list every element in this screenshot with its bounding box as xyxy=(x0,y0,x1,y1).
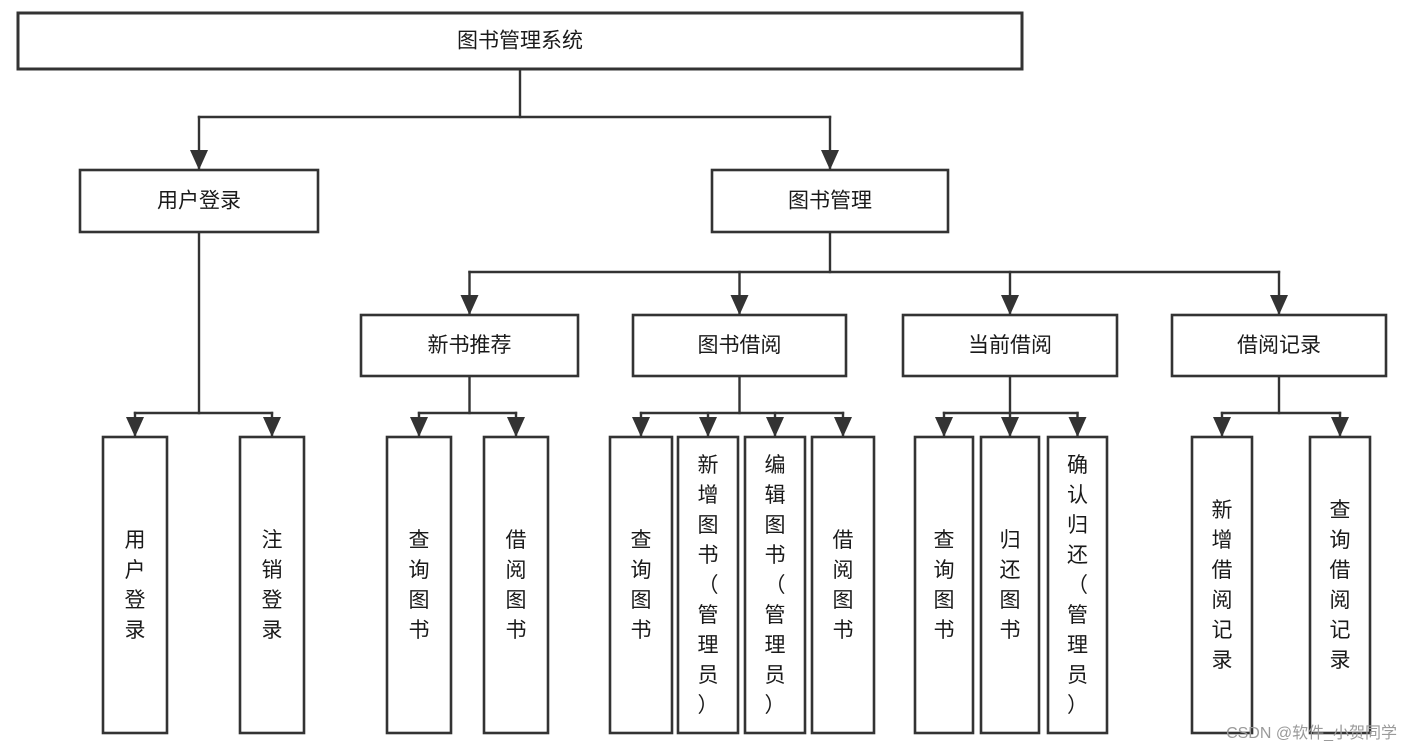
node-label: 确认归还（管理员） xyxy=(1067,454,1088,717)
node-l1-user[interactable]: 用户登录 xyxy=(78,168,320,234)
arrow-head xyxy=(935,417,953,437)
node-l2-record[interactable]: 借阅记录 xyxy=(1170,313,1388,378)
node-label: 用户登录 xyxy=(125,529,146,642)
node-l1-book[interactable]: 图书管理 xyxy=(710,168,950,234)
arrow-head xyxy=(507,417,525,437)
arrow-head xyxy=(834,417,852,437)
node-leaf-user-logout[interactable]: 注销登录 xyxy=(238,435,306,735)
node-leaf-new-borrow[interactable]: 借阅图书 xyxy=(482,435,550,735)
node-leaf-rec-add[interactable]: 新增借阅记录 xyxy=(1190,435,1254,735)
node-l2-current[interactable]: 当前借阅 xyxy=(901,313,1119,378)
arrow-head xyxy=(632,417,650,437)
arrow-head xyxy=(766,417,784,437)
node-box[interactable] xyxy=(238,435,306,735)
arrow-head xyxy=(699,417,717,437)
node-root[interactable]: 图书管理系统 xyxy=(16,11,1024,71)
node-label: 新书推荐 xyxy=(428,334,512,357)
node-box[interactable] xyxy=(385,435,453,735)
node-box[interactable] xyxy=(1190,435,1254,735)
node-box[interactable] xyxy=(482,435,550,735)
arrow-head xyxy=(730,295,749,315)
node-label: 查询借阅记录 xyxy=(1330,499,1351,672)
node-leaf-rec-query[interactable]: 查询借阅记录 xyxy=(1308,435,1372,735)
node-box[interactable] xyxy=(1308,435,1372,735)
edge-group xyxy=(632,374,852,438)
node-label: 新增图书（管理员） xyxy=(698,454,719,717)
arrow-head xyxy=(190,150,208,170)
arrow-head xyxy=(410,417,428,437)
arrow-head xyxy=(1213,417,1231,437)
node-box[interactable] xyxy=(743,435,807,735)
arrow-head xyxy=(1331,417,1349,437)
node-box[interactable] xyxy=(631,313,848,378)
node-box[interactable] xyxy=(901,313,1119,378)
node-label: 图书借阅 xyxy=(698,334,782,357)
node-box[interactable] xyxy=(913,435,975,735)
arrow-head xyxy=(460,295,479,315)
arrow-head xyxy=(1270,295,1288,315)
node-box[interactable] xyxy=(710,168,950,234)
arrow-head xyxy=(126,417,144,437)
node-leaf-new-query[interactable]: 查询图书 xyxy=(385,435,453,735)
node-leaf-borrow-do[interactable]: 借阅图书 xyxy=(810,435,876,735)
node-leaf-cur-return[interactable]: 归还图书 xyxy=(979,435,1041,735)
node-leaf-cur-query[interactable]: 查询图书 xyxy=(913,435,975,735)
node-label: 编辑图书（管理员） xyxy=(765,454,786,717)
node-label: 借阅图书 xyxy=(506,529,527,642)
node-leaf-user-login[interactable]: 用户登录 xyxy=(101,435,169,735)
node-label: 用户登录 xyxy=(157,190,241,213)
node-box[interactable] xyxy=(16,11,1024,71)
edges-layer xyxy=(126,67,1349,438)
node-box[interactable] xyxy=(810,435,876,735)
node-l2-new[interactable]: 新书推荐 xyxy=(359,313,580,378)
nodes-layer: 图书管理系统用户登录图书管理新书推荐图书借阅当前借阅借阅记录用户登录注销登录查询… xyxy=(16,11,1388,735)
node-box[interactable] xyxy=(608,435,674,735)
node-label: 图书管理 xyxy=(788,190,872,213)
node-label: 新增借阅记录 xyxy=(1212,499,1233,672)
node-box[interactable] xyxy=(979,435,1041,735)
node-box[interactable] xyxy=(1046,435,1109,735)
edge-group xyxy=(460,230,1288,316)
node-l2-borrow[interactable]: 图书借阅 xyxy=(631,313,848,378)
node-box[interactable] xyxy=(676,435,740,735)
node-box[interactable] xyxy=(1170,313,1388,378)
node-leaf-borrow-query[interactable]: 查询图书 xyxy=(608,435,674,735)
edge-group xyxy=(410,374,525,438)
node-label: 借阅图书 xyxy=(833,529,854,642)
arrow-head xyxy=(821,150,839,170)
arrow-head xyxy=(263,417,281,437)
node-label: 借阅记录 xyxy=(1237,334,1321,357)
node-box[interactable] xyxy=(101,435,169,735)
arrow-head xyxy=(1001,417,1019,437)
node-label: 注销登录 xyxy=(262,529,283,642)
node-label: 查询图书 xyxy=(934,529,955,642)
node-box[interactable] xyxy=(78,168,320,234)
node-leaf-borrow-edit[interactable]: 编辑图书（管理员） xyxy=(743,435,807,735)
arrow-head xyxy=(1068,417,1087,437)
node-label: 图书管理系统 xyxy=(457,30,583,53)
node-leaf-borrow-add[interactable]: 新增图书（管理员） xyxy=(676,435,740,735)
node-label: 当前借阅 xyxy=(968,334,1052,357)
edge-group xyxy=(935,374,1087,438)
node-leaf-cur-confirm[interactable]: 确认归还（管理员） xyxy=(1046,435,1109,735)
node-label: 查询图书 xyxy=(409,529,430,642)
edge-group xyxy=(1213,374,1349,438)
edge-group xyxy=(190,67,839,171)
node-label: 归还图书 xyxy=(1000,529,1021,642)
node-box[interactable] xyxy=(359,313,580,378)
arrow-head xyxy=(1001,295,1019,315)
node-label: 查询图书 xyxy=(631,529,652,642)
edge-group xyxy=(126,230,281,438)
